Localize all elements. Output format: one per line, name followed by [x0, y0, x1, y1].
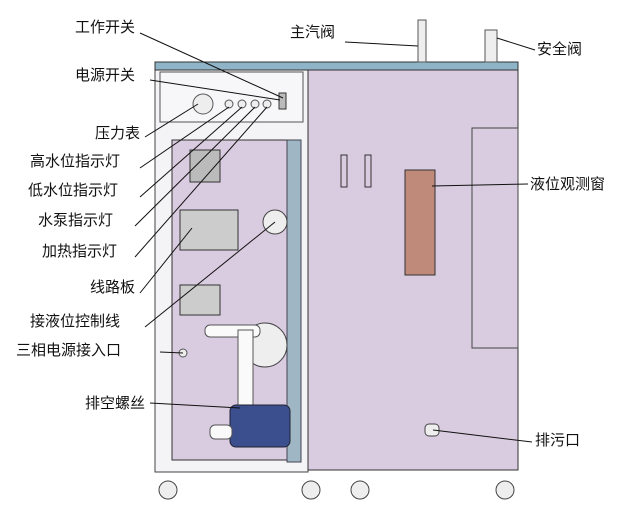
circuit-board-icon: [179, 209, 239, 251]
main-valve-icon: [417, 19, 427, 63]
label-work-switch: 工作开关: [75, 18, 135, 36]
machine: [154, 19, 519, 500]
label-main-steam-valve: 主汽阀: [290, 23, 335, 41]
label-three-phase-inlet: 三相电源接入口: [16, 341, 121, 359]
blowdown-icon: [424, 423, 440, 437]
label-drain-screw: 排空螺丝: [85, 394, 145, 412]
label-low-water-light: 低水位指示灯: [28, 181, 118, 199]
pump-light-icon: [250, 99, 260, 109]
label-safety-valve: 安全阀: [537, 40, 582, 58]
label-blowdown-outlet: 排污口: [535, 431, 580, 449]
low-water-light-icon: [237, 99, 247, 109]
level-window-icon: [404, 169, 436, 276]
pump-motor-icon: [229, 404, 291, 448]
pressure-gauge-icon: [192, 93, 214, 115]
label-pressure-gauge: 压力表: [95, 124, 140, 142]
drain-pipe-icon: [209, 424, 233, 440]
label-level-control-wire: 接液位控制线: [30, 312, 120, 330]
breaker-icon: [179, 284, 221, 316]
label-circuit-board: 线路板: [90, 278, 135, 296]
high-water-light-icon: [224, 99, 234, 109]
label-power-switch: 电源开关: [75, 66, 135, 84]
label-heating-light: 加热指示灯: [42, 242, 117, 260]
leader-lines: [134, 32, 536, 443]
access-panel: [471, 127, 519, 349]
safety-valve-icon: [484, 29, 498, 63]
door-edge: [286, 139, 302, 463]
heating-light-icon: [262, 99, 272, 109]
label-pump-light: 水泵指示灯: [38, 211, 113, 229]
wheels: [158, 480, 515, 500]
label-level-window: 液位观测窗: [530, 175, 605, 193]
label-high-water-light: 高水位指示灯: [30, 152, 120, 170]
pipe-icon-vertical: [237, 329, 254, 406]
top-plate: [154, 61, 519, 71]
work-switch-icon: [278, 92, 287, 110]
labels: 工作开关 电源开关 压力表 高水位指示灯 低水位指示灯 水泵指示灯 加热指示灯 …: [16, 18, 605, 449]
